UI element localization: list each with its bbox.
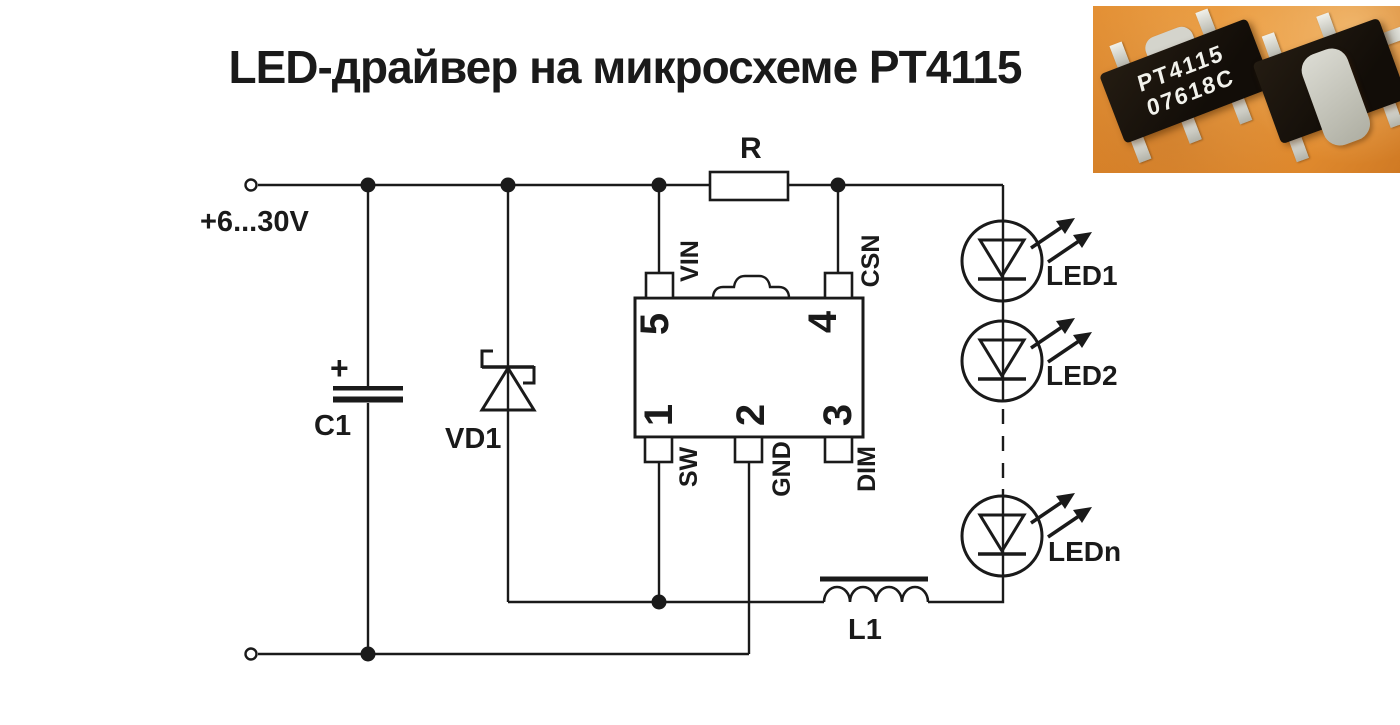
led-triangle: [977, 338, 1027, 379]
ic-pin5-number: 5: [632, 312, 677, 336]
terminal-positive: [244, 178, 258, 192]
ic-pin-pad-csn: [823, 271, 854, 300]
led1-label: LED1: [1046, 260, 1118, 291]
led-triangle: [977, 238, 1027, 279]
inductor-ref-label: L1: [848, 614, 882, 646]
ledn-symbol: [960, 491, 1094, 578]
capacitor-polarity-sign: +: [330, 350, 349, 386]
capacitor-plate-top: [333, 386, 403, 391]
ic-body: [633, 296, 865, 439]
page-title: LED-драйвер на микросхеме PT4115: [228, 41, 1022, 93]
terminals: [244, 178, 258, 661]
led-triangle: [977, 513, 1027, 554]
diode-ref-label: VD1: [445, 423, 502, 455]
ic-pin2-number: 2: [728, 403, 773, 427]
capacitor-symbol: [333, 386, 403, 403]
diode-cathode-hook-left: [480, 349, 493, 368]
ic-pin1-number: 1: [636, 403, 681, 427]
junction-dot: [830, 177, 846, 193]
wires: [258, 183, 1005, 656]
chip-photo-right-chip: [1252, 12, 1400, 163]
resistor-ref-label: R: [740, 132, 762, 165]
junction-dot: [360, 177, 376, 193]
led2-symbol: [960, 316, 1094, 403]
ic-pin-dim-label: DIM: [852, 446, 881, 492]
ic-symbol: [633, 271, 865, 464]
ic-pin4-number: 4: [800, 310, 845, 334]
terminal-negative: [244, 647, 258, 661]
junction-dots: [360, 177, 846, 662]
ic-pin-pad-sw: [643, 435, 674, 464]
diode-symbol: [479, 349, 537, 412]
inductor-symbol: [820, 576, 930, 603]
junction-dot: [651, 594, 667, 610]
junction-dot: [360, 646, 376, 662]
diode-cathode-hook-right: [523, 366, 536, 385]
inductor-coils: [822, 585, 930, 603]
ic-pin3-number: 3: [815, 403, 860, 427]
capacitor-ref-label: C1: [314, 410, 352, 442]
junction-dot: [651, 177, 667, 193]
junction-dot: [500, 177, 516, 193]
ic-pin-sw-label: SW: [674, 446, 703, 488]
led-circle: [960, 494, 1044, 578]
input-voltage-label: +6...30V: [200, 206, 309, 238]
ic-pin-pad-gnd: [733, 435, 764, 464]
led1-symbol: [960, 216, 1094, 303]
ic-pin-vin-label: VIN: [675, 240, 704, 282]
diode-triangle: [479, 365, 537, 412]
ic-pin-pad-vin: [644, 271, 675, 300]
ic-pin-csn-label: CSN: [856, 234, 885, 288]
chip-photo-left-chip: PT4115 07618C: [1098, 8, 1274, 164]
capacitor-plate-bottom: [333, 396, 403, 403]
resistor-symbol: [708, 170, 790, 202]
led-circle: [960, 319, 1044, 403]
ic-pin-gnd-label: GND: [767, 441, 796, 497]
wire-led-string-bottom: [928, 489, 1005, 604]
ic-top-bump: [711, 274, 791, 299]
ledn-label: LEDn: [1048, 536, 1122, 567]
led2-label: LED2: [1046, 360, 1118, 391]
chip-photo: PT4115 07618C: [1093, 6, 1400, 173]
led-circle: [960, 219, 1044, 303]
ic-pin-pad-dim: [823, 435, 854, 464]
